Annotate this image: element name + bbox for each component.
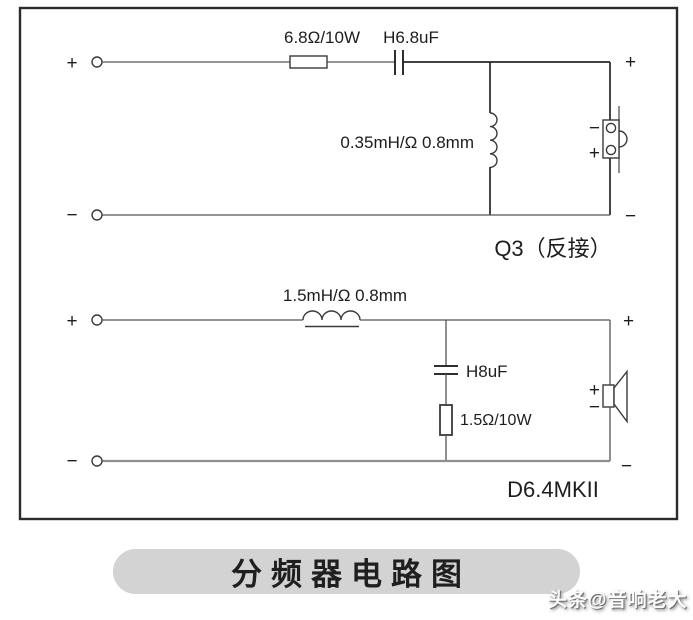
tweeter-input-plus-terminal [91, 56, 103, 68]
tweeter-circuit-name: Q3（反接） [494, 236, 611, 261]
tweeter-input-minus-label: − [66, 205, 77, 226]
caption-pill: 分频器电路图 [113, 549, 580, 594]
resistor-label: 1.5Ω/10W [460, 412, 532, 429]
woofer-input-minus-terminal [91, 455, 103, 467]
woofer-cone [613, 369, 628, 424]
caption-text: 分频器电路图 [231, 557, 471, 592]
inductor-label: 0.35mH/Ω 0.8mm [340, 133, 474, 152]
woofer-minus-label: − [589, 397, 600, 418]
woofer-minus-rail-label: − [621, 456, 632, 477]
resistor-label: 6.8Ω/10W [284, 28, 360, 47]
diagram-frame [18, 6, 679, 521]
tweeter-minus-rail-label: − [625, 206, 636, 227]
woofer-circuit-name: D6.4MKII [507, 477, 599, 502]
tweeter-minus-label: − [589, 118, 600, 139]
watermark-text: 头条@音响老大 [548, 590, 688, 611]
capacitor-label: H6.8uF [383, 28, 439, 47]
woofer-symbol [602, 384, 615, 408]
inductor-label: 1.5mH/Ω 0.8mm [283, 286, 407, 305]
inductor-symbol [489, 112, 498, 169]
resistor-symbol [439, 404, 453, 436]
tweeter-input-plus-label: + [66, 53, 77, 74]
woofer-input-plus-terminal [91, 314, 103, 326]
woofer-input-plus-label: + [66, 311, 77, 332]
woofer-plus-label: + [589, 380, 600, 401]
woofer-input-minus-label: − [66, 451, 77, 472]
inductor-symbol [302, 310, 361, 321]
woofer-plus-rail-label: + [623, 311, 634, 332]
tweeter-dome [618, 130, 628, 148]
tweeter-plus-terminal-label: + [589, 143, 600, 164]
tweeter-terminal-dot [605, 144, 617, 156]
capacitor-label: H8uF [466, 362, 508, 381]
resistor-symbol [289, 55, 328, 69]
tweeter-input-minus-terminal [91, 209, 103, 221]
tweeter-terminal-dot [605, 122, 617, 134]
tweeter-plus-label: + [625, 52, 636, 73]
